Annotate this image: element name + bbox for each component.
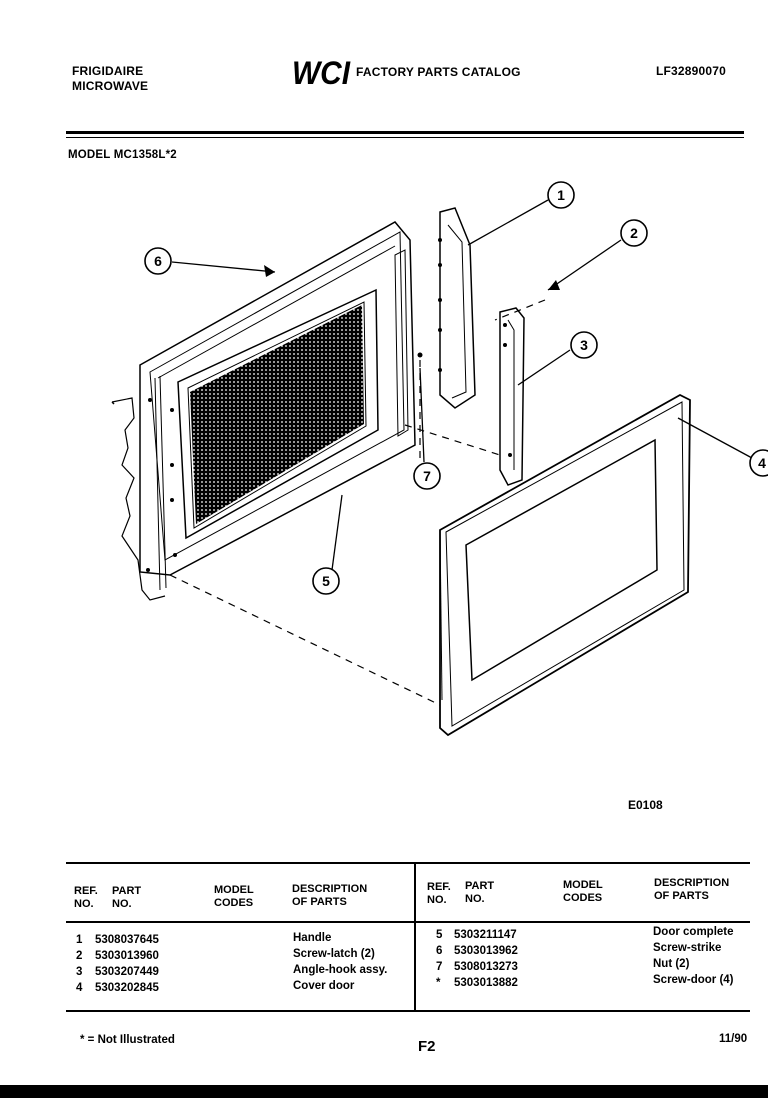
table-row: 4	[76, 982, 83, 994]
leader-3	[517, 349, 571, 386]
left-desc-column: Handle Screw-latch (2) Angle-hook assy. …	[293, 932, 388, 992]
callout-7	[413, 462, 441, 490]
callout-5	[312, 567, 340, 595]
table-row: *	[436, 977, 441, 989]
door-window	[177, 288, 379, 540]
callout-label-2: 2	[630, 225, 638, 241]
table-bottom-rule	[66, 1010, 750, 1012]
callout-label-3: 3	[580, 337, 588, 353]
leader-2	[547, 239, 622, 291]
right-ref-column: 5 6 7 *	[436, 927, 442, 991]
brand-name: FRIGIDAIRE	[72, 64, 144, 78]
mesh-screen	[190, 305, 364, 524]
callout-1	[547, 181, 575, 209]
right-part-column: 5303211147 5303013962 5308013273 5303013…	[454, 929, 518, 989]
model-number: MODEL MC1358L*2	[68, 149, 177, 161]
leader-6	[171, 261, 276, 273]
table-row: 3	[76, 966, 83, 978]
frame-holes	[146, 238, 512, 572]
latch-bracket	[111, 397, 166, 601]
revision-date: 11/90	[719, 1033, 748, 1045]
cover-door-part	[439, 393, 691, 737]
callout-label-7: 7	[423, 468, 431, 484]
callout-label-6: 6	[154, 253, 162, 269]
callout-label-5: 5	[322, 573, 330, 589]
table-divider	[414, 864, 416, 1010]
page-number: F2	[418, 1038, 436, 1055]
dashed-line-door-to-cover	[169, 574, 441, 706]
wci-logo: WCI	[290, 54, 352, 91]
table-header-rule	[66, 921, 750, 923]
table-row: 1	[76, 934, 83, 946]
table-row: 5	[436, 929, 443, 941]
table-row: 2	[76, 950, 83, 962]
handle-part	[439, 207, 476, 409]
catalog-title: FACTORY PARTS CATALOG	[356, 65, 521, 79]
brand-block: FRIGIDAIRE MICROWAVE	[72, 64, 148, 94]
table-row: 6	[436, 945, 443, 957]
left-part-column: 5308037645 5303013960 5303207449 5303202…	[95, 934, 159, 994]
leader-7	[419, 367, 425, 463]
callout-4	[749, 449, 768, 477]
scan-border-bottom	[0, 1085, 768, 1098]
table-top-rule	[66, 862, 750, 864]
right-desc-column: Door complete Screw-strike Nut (2) Screw…	[653, 926, 734, 986]
product-type: MICROWAVE	[72, 79, 149, 93]
figure-code: E0108	[628, 798, 663, 812]
callout-3	[570, 331, 598, 359]
angle-hook-part	[499, 307, 525, 486]
not-illustrated-note: * = Not Illustrated	[80, 1034, 175, 1046]
dashed-line-door-to-hook	[404, 424, 501, 456]
catalog-number: LF32890070	[656, 64, 727, 78]
header-rule-thin	[66, 137, 744, 138]
leader-5	[331, 494, 343, 571]
callout-6	[144, 247, 172, 275]
leader-4	[677, 417, 753, 459]
callout-label-1: 1	[557, 187, 565, 203]
col-ref-no-right: REF.NO.	[427, 881, 451, 906]
cover-door-window	[465, 438, 658, 682]
logo-text: WCI	[292, 55, 351, 90]
col-ref-no-left: REF.NO.	[74, 885, 98, 910]
callout-2	[620, 219, 648, 247]
header-rule-thick	[66, 131, 744, 134]
callout-label-4: 4	[758, 455, 766, 471]
leader-1	[467, 199, 549, 246]
left-ref-column: 1 2 3 4	[76, 932, 82, 996]
table-row: 7	[436, 961, 443, 973]
